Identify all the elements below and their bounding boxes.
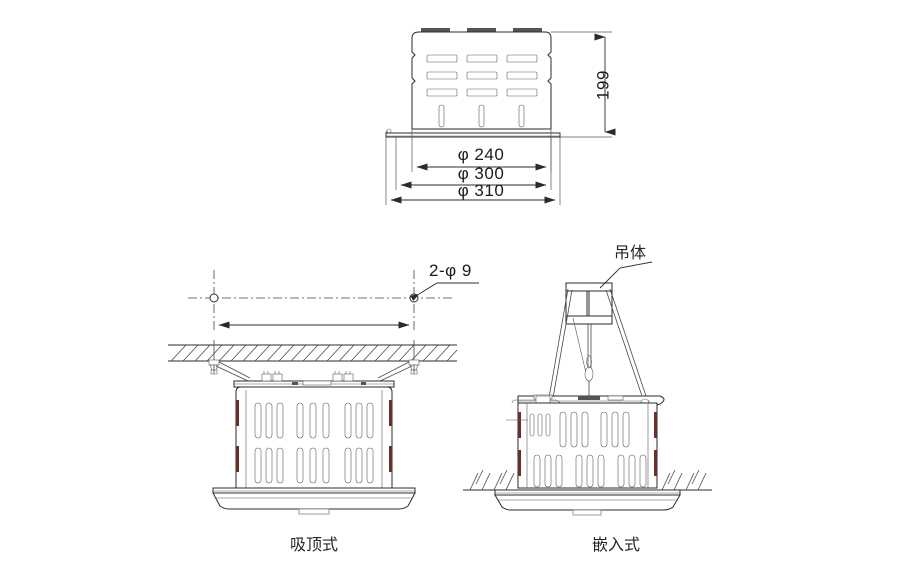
dimension-phi-310: φ 310 xyxy=(390,181,556,204)
mounting-brackets xyxy=(215,361,413,382)
anchor-bolt-right xyxy=(408,340,420,375)
surface-mount-caption: 吸顶式 xyxy=(290,535,338,554)
hanger-body xyxy=(565,282,613,325)
recessed-mount-caption: 嵌入式 xyxy=(592,535,640,554)
surface-mount-view: 2-φ 9 xyxy=(168,261,479,554)
suspension-cables xyxy=(548,288,647,399)
luminaire-top-plate xyxy=(233,371,395,388)
top-tabs xyxy=(421,28,542,33)
anchor-bolt-left xyxy=(208,340,220,375)
dimension-phi-240: φ 240 xyxy=(416,145,547,171)
bottom-trim-ring-surface xyxy=(212,487,416,515)
cutaway-pins xyxy=(506,413,551,437)
hole-callout: 2-φ 9 xyxy=(410,261,479,301)
top-elevation-view: 199 φ 240 φ 300 xyxy=(385,28,616,205)
housing-long-slots-top xyxy=(438,104,525,128)
ceiling-hatch xyxy=(170,344,458,362)
dimension-phi-300: φ 300 xyxy=(400,164,547,189)
dim-phi240-label: φ 240 xyxy=(458,145,505,164)
dimension-extension-lines xyxy=(385,129,561,205)
dim-phi300-label: φ 300 xyxy=(458,164,505,183)
dim-height-label: 199 xyxy=(593,70,612,100)
bottom-trim-ring-recessed xyxy=(494,489,681,516)
dim-phi310-label: φ 310 xyxy=(458,181,505,200)
hanger-label-callout: 吊体 xyxy=(599,243,653,289)
recessed-mount-view: 吊体 xyxy=(463,243,712,554)
base-flange-top-view xyxy=(385,128,561,138)
housing-vents-recessed xyxy=(533,411,647,488)
hanger-label: 吊体 xyxy=(614,243,646,262)
housing-vents-surface xyxy=(254,402,374,484)
housing-vent-slots-top xyxy=(426,54,538,97)
hole-callout-label: 2-φ 9 xyxy=(429,261,472,280)
dimension-height-199: 199 xyxy=(551,31,616,138)
